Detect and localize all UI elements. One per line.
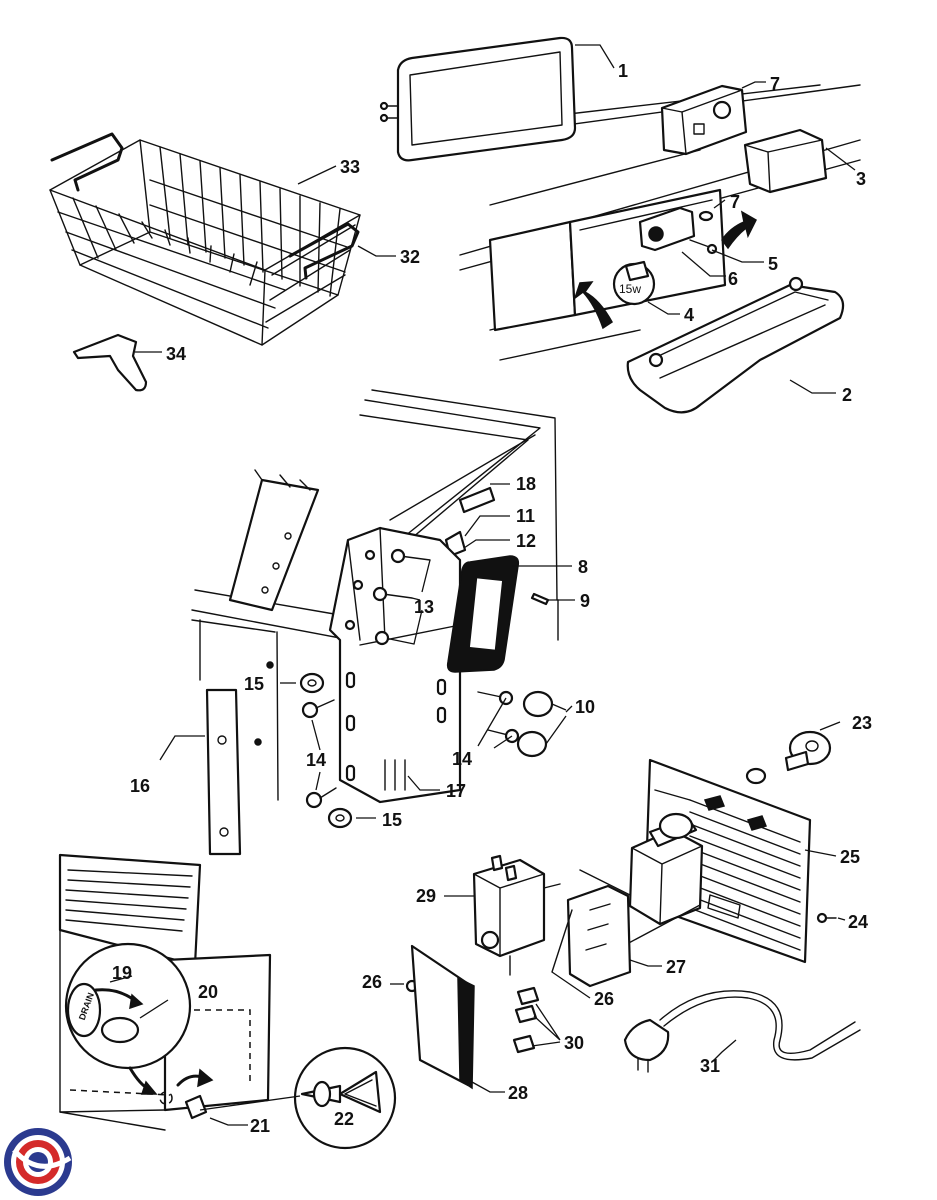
drain-detail-magnifier: DRAIN [64,942,192,1070]
callout-15-upper: 15 [244,674,264,694]
part-15-washer-lower [327,807,353,829]
part-3-bracket [743,128,828,194]
part-31-power-cord [623,990,861,1073]
callout-7-upper: 7 [770,74,780,94]
part-21-drain-plug [184,1094,208,1120]
part-14-screw-left-upper [301,699,335,719]
callout-2: 2 [842,385,852,405]
part-15-washer-upper [299,672,325,694]
part-10-caps [516,690,554,758]
part-34-divider [72,333,148,392]
callout-32: 32 [400,247,420,267]
part-22-detail-magnifier [293,1046,397,1150]
callout-1: 1 [618,61,628,81]
part-14-screws-right [477,690,520,744]
callout-8: 8 [578,557,588,577]
callout-26-upper: 26 [362,972,382,992]
callout-5: 5 [768,254,778,274]
part-27-control-housing [579,812,704,946]
callout-4: 4 [684,305,694,325]
callout-23: 23 [852,713,872,733]
part-5-screw [689,239,718,255]
callout-10: 10 [575,697,595,717]
callout-21: 21 [250,1116,270,1136]
callout-28: 28 [508,1083,528,1103]
callout-13: 13 [414,597,434,617]
brand-logo-icon [4,1128,72,1196]
part-13-screws [372,548,431,646]
insert-arrow-icon [721,210,757,250]
callout-16: 16 [130,776,150,796]
bulb-wattage-label: 15w [619,282,641,296]
callout-22: 22 [334,1109,354,1129]
part-1-lamp-cover [379,36,577,162]
insert-arrow-icon [573,281,613,330]
callout-7-lower: 7 [730,192,740,212]
callout-15-lower: 15 [382,810,402,830]
callout-24: 24 [848,912,868,932]
part-24-screw [816,912,837,924]
leader-lines [109,44,856,1126]
callout-12: 12 [516,531,536,551]
part-27-thermostat-bracket [566,884,632,988]
part-28-cover-plate [410,944,475,1090]
callout-27: 27 [666,957,686,977]
callout-30: 30 [564,1033,584,1053]
part-9-pin [530,592,550,606]
part-30-connectors [512,986,540,1054]
callout-11: 11 [516,506,535,526]
callout-18: 18 [516,474,536,494]
callout-numbers: 1 2 3 4 5 6 7 7 8 9 10 11 12 13 14 14 15… [112,61,872,1136]
callout-31: 31 [700,1056,720,1076]
callout-25: 25 [840,847,860,867]
callout-20: 20 [198,982,218,1002]
part-23-washer [745,767,767,785]
callout-26-lower: 26 [594,989,614,1009]
callout-14-left: 14 [306,750,326,770]
callout-17: 17 [446,781,466,801]
part-8-hinge-cover [446,555,520,673]
part-2-handle-tray [626,276,845,414]
callout-34: 34 [166,344,186,364]
part-17-hinge-plate [328,526,462,804]
part-26-screw-upper [551,909,573,973]
callout-19: 19 [112,963,132,983]
part-7-lamp-socket [638,206,714,252]
part-18-seal-strip [458,486,496,514]
callout-6: 6 [728,269,738,289]
callout-14-right: 14 [452,749,472,769]
freezer-cabinet-drain [58,853,272,1131]
callout-33: 33 [340,157,360,177]
part-16-reinforcement-strip [205,688,242,856]
part-23-knob [784,730,832,772]
part-4-bulb: 15w [612,260,656,306]
callout-29: 29 [416,886,436,906]
callout-3: 3 [856,169,866,189]
plug-arrow-head-icon [197,1068,214,1088]
cabinet-corner-hinge-area [191,389,559,801]
part-7-lamp-housing-upper [660,84,748,156]
part-29-relay [472,854,561,976]
part-33-wire-basket [49,132,361,346]
part-14-screw-left-lower [305,787,337,809]
callout-9: 9 [580,591,590,611]
drain-arrow-head-icon [140,1080,158,1095]
